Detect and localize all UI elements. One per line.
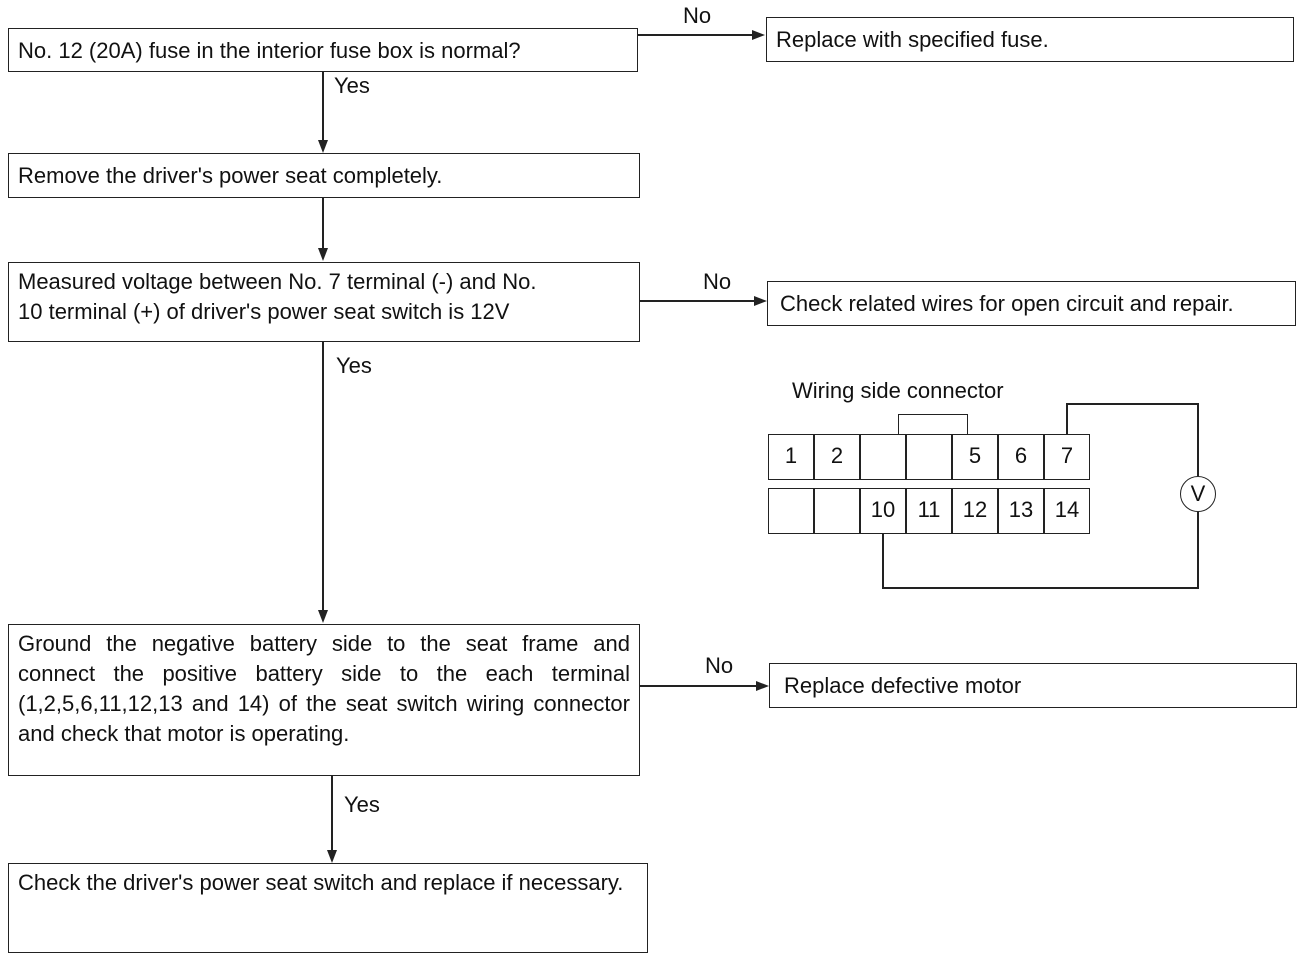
step1-no-connector [638,34,754,36]
step2-text: Remove the driver's power seat completel… [18,163,443,188]
connector-pin: 14 [1044,488,1090,534]
step2-box: Remove the driver's power seat completel… [8,153,640,198]
step1-box: No. 12 (20A) fuse in the interior fuse b… [8,28,638,72]
voltmeter-icon: V [1180,476,1216,512]
step4-yes-connector [331,776,333,852]
step5-text: Check the driver's power seat switch and… [18,870,624,895]
step1-no-label: No [683,3,712,28]
connector-pin [814,488,860,534]
connector-pin: 11 [906,488,952,534]
step4-yes-arrow [327,850,337,863]
voltmeter-symbol: V [1190,481,1206,506]
probe-wire [882,533,884,588]
step2-arrow [318,248,328,261]
step4-no-connector [640,685,758,687]
probe-wire [882,587,1199,589]
probe-wire [1066,404,1068,435]
step1-no-box: Replace with specified fuse. [766,17,1294,62]
step1-text: No. 12 (20A) fuse in the interior fuse b… [18,38,521,63]
connector-pin: 5 [952,434,998,480]
step3-no-connector [640,300,756,302]
step1-yes-connector [322,72,324,142]
step3-text-line2: 10 terminal (+) of driver's power seat s… [18,299,510,324]
step4-yes-label: Yes [344,792,380,817]
step4-no-label: No [705,653,734,678]
step4-text: Ground the negative battery side to the … [18,631,630,746]
probe-wire [1197,403,1199,476]
connector-latch-tab [898,414,968,435]
connector-pin: 10 [860,488,906,534]
step3-yes-label: Yes [336,353,372,378]
connector-pin [768,488,814,534]
step3-yes-connector [322,342,324,612]
step3-no-box: Check related wires for open circuit and… [767,281,1296,326]
step1-yes-arrow [318,140,328,153]
step3-box: Measured voltage between No. 7 terminal … [8,262,640,342]
connector-pin [906,434,952,480]
probe-wire [1066,403,1198,405]
connector-pin: 7 [1044,434,1090,480]
connector-pin: 12 [952,488,998,534]
connector-pin: 13 [998,488,1044,534]
step4-no-arrow [756,681,769,691]
probe-wire [1197,512,1199,588]
connector-title: Wiring side connector [792,378,1004,403]
step3-no-text: Check related wires for open circuit and… [780,291,1234,316]
step3-no-arrow [754,296,767,306]
step2-connector [322,198,324,250]
step4-no-text: Replace defective motor [784,673,1022,698]
connector-pin: 2 [814,434,860,480]
step5-box: Check the driver's power seat switch and… [8,863,648,953]
step1-no-arrow [752,30,765,40]
step1-yes-label: Yes [334,73,370,98]
step3-text-line1: Measured voltage between No. 7 terminal … [18,269,537,294]
step4-no-box: Replace defective motor [769,663,1297,708]
connector-pin: 6 [998,434,1044,480]
connector-pin [860,434,906,480]
connector-pin: 1 [768,434,814,480]
step3-no-label: No [703,269,732,294]
step4-box: Ground the negative battery side to the … [8,624,640,776]
step1-no-text: Replace with specified fuse. [776,27,1049,52]
step3-yes-arrow [318,610,328,623]
